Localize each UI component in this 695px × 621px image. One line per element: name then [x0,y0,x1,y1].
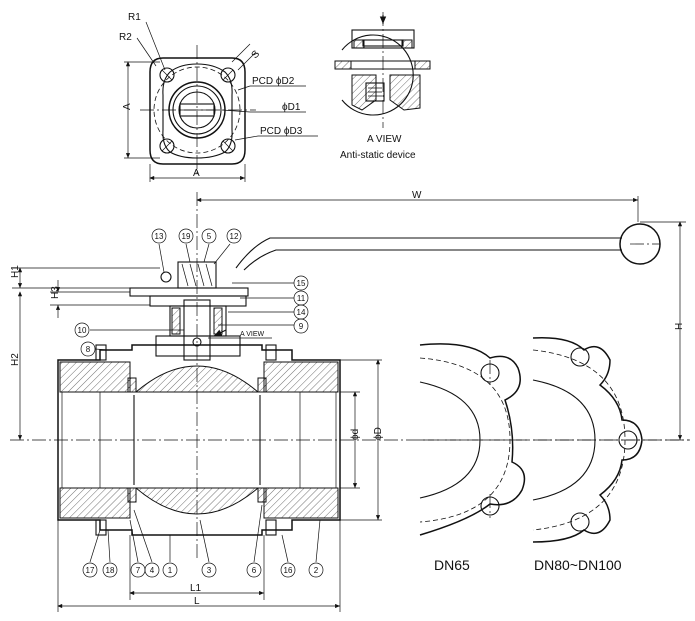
balloon-18 [102,562,118,578]
w-dim-label: W [412,190,422,201]
balloon-12 [226,228,242,244]
balloon-13 [151,228,167,244]
balloons [74,228,324,578]
balloon-13-text: 13 [155,232,164,241]
balloon-2-text: 2 [314,566,319,575]
flange-dn80-100 [532,337,690,543]
balloon-1-text: 1 [168,566,173,575]
dn80-label: DN80~DN100 [534,557,622,573]
a-side-label: A [122,103,133,110]
balloon-10 [74,322,90,338]
balloon-12-text: 12 [230,232,239,241]
balloon-10-text: 10 [78,326,87,335]
balloon-16-text: 16 [284,566,293,575]
balloon-3 [201,562,217,578]
balloon-17-text: 17 [86,566,95,575]
a-view-subtitle: Anti-static device [340,150,416,161]
balloon-9-text: 9 [299,322,304,331]
a-view-title: A VIEW [367,134,402,145]
d-small-dim-label: ϕd [350,429,361,440]
balloon-5-text: 5 [207,232,212,241]
balloon-6-text: 6 [252,566,257,575]
balloon-8 [80,341,96,357]
a-bottom-label: A [193,168,200,179]
balloon-3-text: 3 [207,566,212,575]
balloon-8-text: 8 [86,345,91,354]
balloon-4 [144,562,160,578]
h1-dim-label: H1 [10,265,21,278]
balloon-15 [293,275,309,291]
balloon-1 [162,562,178,578]
balloon-14-text: 14 [297,308,306,317]
main-view [10,192,690,612]
pcd-d2-label: PCD ϕD2 [252,76,295,87]
balloon-9 [293,318,309,334]
h2-dim-label: H2 [10,353,21,366]
balloon-4-text: 4 [150,566,155,575]
s-label: S [250,48,263,61]
balloon-17 [82,562,98,578]
top-view [124,21,318,182]
balloon-18-text: 18 [106,566,115,575]
balloon-19-text: 19 [182,232,191,241]
a-view-detail [334,12,431,128]
balloon-5 [201,228,217,244]
balloon-7-text: 7 [136,566,141,575]
balloon-19 [178,228,194,244]
h-dim-label: H [674,323,685,330]
balloon-16 [280,562,296,578]
r1-label: R1 [128,12,141,23]
r2-label: R2 [119,32,132,43]
l1-dim-label: L1 [190,583,202,594]
pcd-d3-label: PCD ϕD3 [260,126,303,137]
l-dim-label: L [194,596,200,607]
flange-dn65 [419,343,530,536]
dn65-label: DN65 [434,557,470,573]
balloon-11-text: 11 [297,294,306,303]
h3-dim-label: H3 [50,286,61,299]
d-big-dim-label: ϕD [373,427,384,440]
d1-label: ϕD1 [282,102,301,113]
a-view-marker-label: A VIEW [240,331,265,338]
balloon-6 [246,562,262,578]
balloon-15-text: 15 [297,279,306,288]
balloon-2 [308,562,324,578]
